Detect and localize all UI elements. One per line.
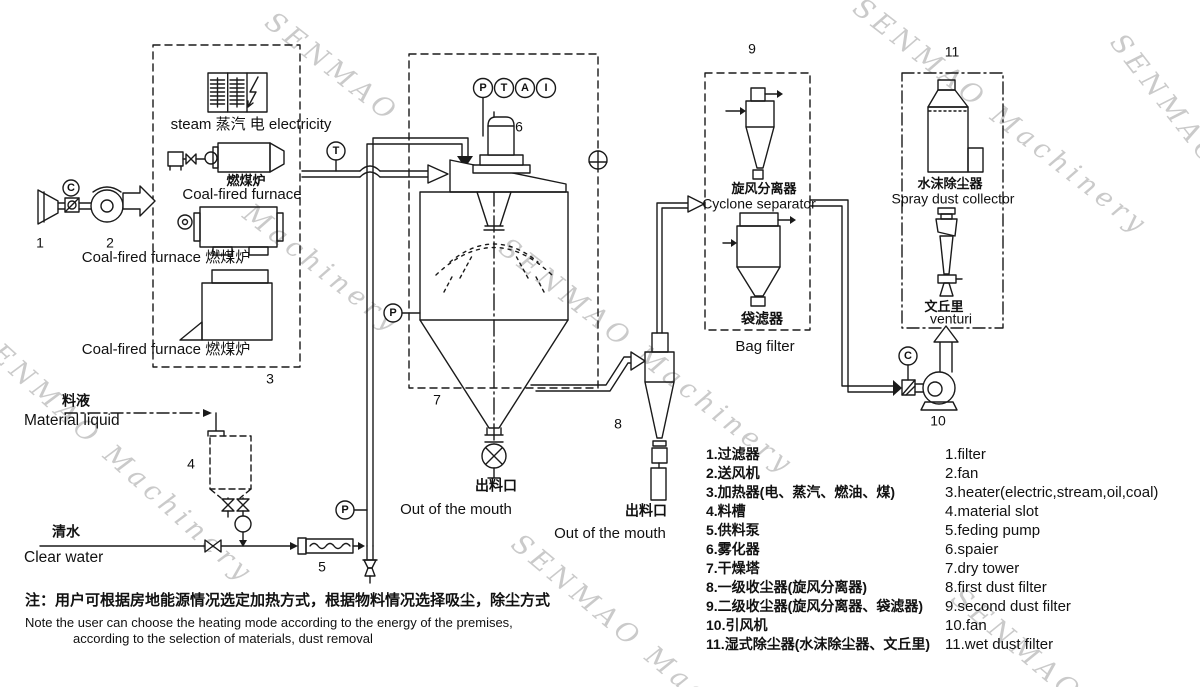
feed-pipe <box>336 138 473 583</box>
legend-en-row: 9.second dust filter <box>945 598 1071 615</box>
num-id-fan: 10 <box>930 412 946 429</box>
num-filter: 1 <box>36 234 44 251</box>
note-cn: 注：用户可根据房地能源情况选定加热方式，根据物料情况选择吸尘，除尘方式 <box>25 592 551 609</box>
label-clear-water-en: Clear water <box>24 549 104 566</box>
gauge-p-feed: P <box>341 503 349 516</box>
feeding-pump <box>298 538 365 554</box>
first-cyclone <box>645 196 704 500</box>
air-filter <box>38 190 65 224</box>
heater-options-box <box>153 45 300 367</box>
gauge-p-tower: P <box>389 306 397 319</box>
legend-cn-row: 4.料槽 <box>706 503 746 519</box>
label-venturi-en: venturi <box>929 310 973 327</box>
label-spray-collector-en: Spray dust collector <box>891 190 1015 207</box>
venturi <box>936 208 962 296</box>
legend-en-row: 8.first dust filter <box>945 579 1047 596</box>
legend-en-row: 4.material slot <box>945 503 1039 520</box>
label-steam-electricity: steam 蒸汽 电 electricity <box>170 115 332 133</box>
legend-cn-row: 2.送风机 <box>706 465 760 481</box>
dry-tower-box <box>409 54 598 388</box>
label-venturi-cn: 文丘里 <box>924 298 964 314</box>
legend-cn-row: 9.二级收尘器(旋风分离器、袋滤器) <box>706 598 923 614</box>
coal-furnace-1 <box>168 143 284 172</box>
spray-dust-collector <box>928 80 983 172</box>
num-heater: 3 <box>266 370 274 387</box>
legend-en-row: 6.spaier <box>945 541 999 558</box>
label-bag-filter-en: Bag filter <box>735 337 795 355</box>
note-en-line1: Note the user can choose the heating mod… <box>25 615 513 630</box>
label-spray-collector-cn: 水沫除尘器 <box>917 175 983 191</box>
gauge-t-instrument: T <box>500 81 508 94</box>
supply-fan <box>91 186 155 222</box>
label-furnace1-en: Coal-fired furnace <box>182 185 302 203</box>
legend-cn-row: 3.加热器(电、蒸汽、燃油、煤) <box>706 484 895 500</box>
legend-en-row: 10.fan <box>945 617 987 634</box>
gauge-a-instrument: A <box>521 81 529 94</box>
bag-filter <box>723 213 796 306</box>
legend-cn-row: 1.过滤器 <box>706 446 760 462</box>
tower-outlet-valve <box>482 428 506 478</box>
num-dry-tower: 7 <box>433 391 441 408</box>
num-fan: 2 <box>106 234 114 251</box>
material-liquid-line <box>65 409 224 436</box>
gauge-c-inlet: C <box>67 181 75 194</box>
legend-cn-row: 6.雾化器 <box>706 541 760 557</box>
legend-cn-row: 10.引风机 <box>706 617 768 633</box>
clear-water-line <box>40 540 298 552</box>
electric-steam-heater <box>208 73 267 112</box>
legend-cn-row: 7.干燥塔 <box>706 560 760 576</box>
label-tower-outlet-cn: 出料口 <box>475 477 517 494</box>
label-cyclone-separator-en: Cyclone separator <box>702 195 816 212</box>
second-cyclone <box>726 88 783 179</box>
legend-cn-row: 5.供料泵 <box>706 522 760 538</box>
label-clear-water-cn: 清水 <box>52 523 80 540</box>
wet-dust-filter-box <box>902 73 1003 328</box>
legend-en-row: 11.wet dust filter <box>945 636 1054 653</box>
legend-en-row: 1.filter <box>945 446 986 463</box>
label-bag-filter-cn: 袋滤器 <box>741 310 783 327</box>
inlet-valve <box>63 180 93 212</box>
legend-en-row: 2.fan <box>945 465 979 482</box>
num-atomizer: 6 <box>515 118 523 135</box>
num-material-slot: 4 <box>187 455 195 472</box>
induced-draft-fan <box>899 326 958 410</box>
num-first-cyclone: 8 <box>614 415 622 432</box>
num-feeding-pump: 5 <box>318 558 326 575</box>
gauge-p-instrument: P <box>479 81 487 94</box>
cyclone-to-fan-pipe <box>810 200 902 396</box>
label-tower-outlet-en: Out of the mouth <box>400 500 512 518</box>
legend-en-row: 7.dry tower <box>945 560 1020 577</box>
label-cyclone-outlet-cn: 出料口 <box>625 502 667 519</box>
label-material-liquid-cn: 料液 <box>62 392 90 409</box>
legend-cn-row: 8.一级收尘器(旋风分离器) <box>706 579 867 595</box>
gauge-t-duct: T <box>332 144 340 157</box>
label-furnace1-cn: 燃煤炉 <box>226 172 266 188</box>
legend-cn-row: 11.湿式除尘器(水沫除尘器、文丘里) <box>706 636 931 652</box>
coal-furnace-2 <box>178 207 283 255</box>
legend-en-row: 3.heater(electric,stream,oil,coal) <box>945 484 1159 501</box>
legend-en-row: 5.feding pump <box>945 522 1041 539</box>
num-second-dust-filter: 9 <box>748 40 756 57</box>
coal-furnace-3 <box>180 270 272 340</box>
label-material-liquid-en: Material liquid <box>24 412 120 429</box>
label-cyclone-outlet-en: Out of the mouth <box>554 524 666 542</box>
gauge-i-instrument: I <box>544 81 548 94</box>
label-furnace3: Coal-fired furnace 燃煤炉 <box>81 340 251 358</box>
instrument-cluster <box>474 79 556 137</box>
material-slot <box>210 436 251 547</box>
note-en-line2: according to the selection of materials,… <box>73 631 373 646</box>
num-wet-dust-filter: 11 <box>944 43 960 60</box>
dry-tower <box>384 112 607 470</box>
second-dust-filter-box <box>705 73 810 330</box>
tower-to-cyclone-pipe <box>531 352 645 391</box>
gauge-c-fan: C <box>904 349 912 362</box>
hot-air-duct <box>302 142 448 183</box>
label-furnace2: Coal-fired furnace 燃煤炉 <box>81 248 251 266</box>
label-cyclone-separator-cn: 旋风分离器 <box>731 180 797 196</box>
